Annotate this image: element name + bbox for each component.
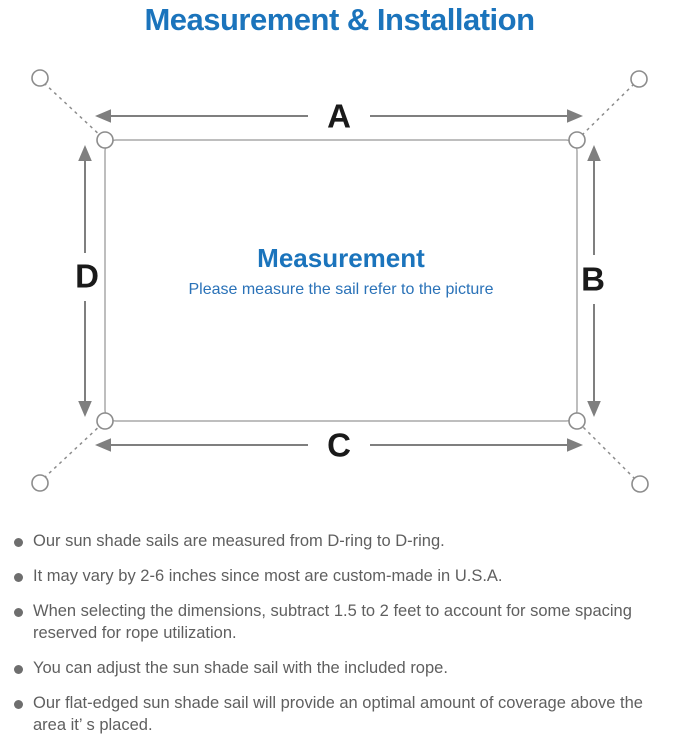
- dimension-label-d: D: [75, 257, 99, 295]
- page-title: Measurement & Installation: [144, 2, 535, 37]
- note-item: When selecting the dimensions, subtract …: [12, 601, 675, 645]
- dimension-arrow-d: [78, 145, 92, 417]
- arrow-head-left-icon: [95, 438, 111, 452]
- note-text: Our sun shade sails are measured from D-…: [33, 532, 445, 550]
- dimension-label-b: B: [581, 260, 605, 298]
- note-item: Our flat-edged sun shade sail will provi…: [12, 693, 675, 737]
- notes-list: Our sun shade sails are measured from D-…: [12, 531, 675, 739]
- note-text: When selecting the dimensions, subtract …: [33, 601, 632, 642]
- anchor-points: [31, 69, 649, 493]
- sail-outline: [104, 139, 578, 422]
- arrow-head-right-icon: [567, 109, 583, 123]
- d-ring-icon-top-left: [96, 131, 114, 149]
- diagram-center-title: Measurement: [257, 243, 425, 273]
- rope-line-bottom-left: [43, 422, 104, 479]
- bullet-icon: [14, 538, 23, 547]
- anchor-point-icon-bottom-left: [31, 474, 49, 492]
- arrow-head-down-icon: [78, 401, 92, 417]
- note-text: Our flat-edged sun shade sail will provi…: [33, 693, 643, 734]
- anchor-point-icon-top-right: [630, 70, 648, 88]
- dimension-arrow-b: [587, 145, 601, 417]
- arrow-head-left-icon: [95, 109, 111, 123]
- arrow-head-right-icon: [567, 438, 583, 452]
- corner-d-rings: [96, 131, 586, 430]
- diagram-center-subtitle: Please measure the sail refer to the pic…: [188, 281, 494, 298]
- bullet-icon: [14, 572, 23, 582]
- diagram-center-text: Measurement Please measure the sail refe…: [188, 243, 493, 299]
- dimension-arrow-c: [95, 438, 583, 452]
- d-ring-icon-top-right: [568, 131, 586, 149]
- rope-line-bottom-right: [578, 422, 636, 480]
- sail-diagram-graphic: [31, 69, 649, 493]
- note-text: It may vary by 2-6 inches since most are…: [33, 566, 503, 585]
- anchor-point-icon-bottom-right: [631, 475, 649, 493]
- note-item: You can adjust the sun shade sail with t…: [12, 658, 675, 680]
- note-item: Our sun shade sails are measured from D-…: [12, 531, 675, 553]
- dimension-label-a: A: [327, 97, 351, 135]
- dimension-label-c: C: [327, 426, 351, 464]
- anchor-point-icon-top-left: [31, 69, 49, 87]
- dimension-arrow-a: [95, 109, 583, 123]
- arrow-head-up-icon: [78, 145, 92, 161]
- bullet-icon: [14, 664, 23, 674]
- arrow-head-down-icon: [587, 401, 601, 417]
- note-text: You can adjust the sun shade sail with t…: [33, 658, 448, 677]
- arrow-head-up-icon: [587, 145, 601, 161]
- d-ring-icon-bottom-left: [96, 412, 114, 430]
- bullet-icon: [14, 699, 23, 709]
- rope-line-top-right: [578, 83, 635, 139]
- bullet-icon: [14, 607, 23, 617]
- measurement-diagram: A B C D Measurement Please measure the s…: [0, 55, 679, 515]
- note-item: It may vary by 2-6 inches since most are…: [12, 566, 675, 588]
- d-ring-icon-bottom-right: [568, 412, 586, 430]
- rope-dashed-lines: [43, 82, 636, 480]
- rope-line-top-left: [43, 82, 104, 139]
